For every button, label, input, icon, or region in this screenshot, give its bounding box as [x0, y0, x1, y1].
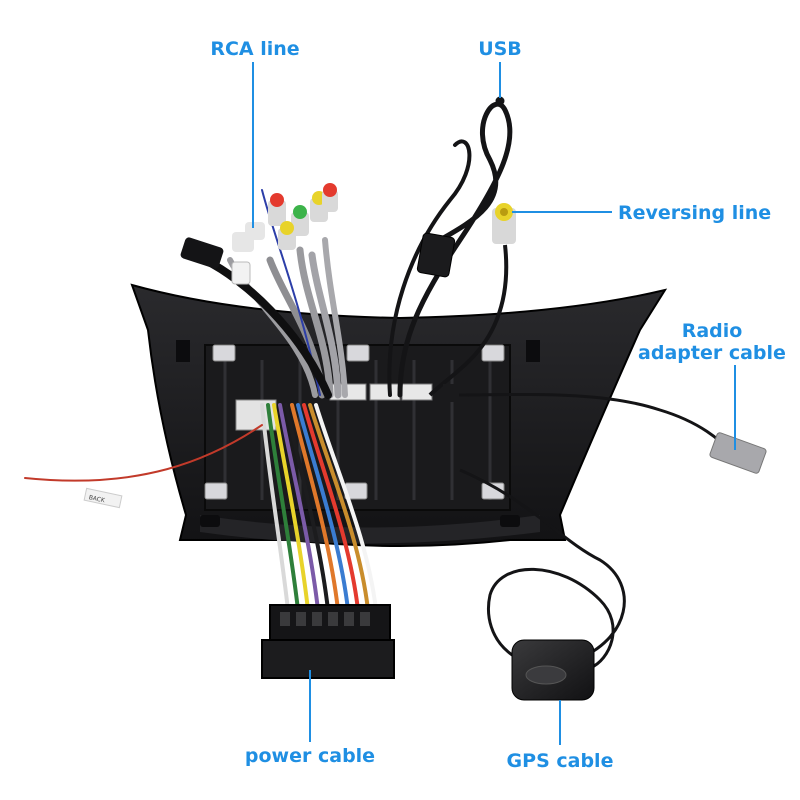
head-unit-frame [130, 283, 668, 547]
label-usb: USB [478, 38, 522, 60]
usb-cable [387, 96, 513, 398]
pointer-lines [252, 62, 736, 745]
reversing-cable [428, 203, 516, 397]
back-wire-tag: BACK [83, 487, 123, 509]
label-radio-adapter-cable: Radio adapter cable [632, 320, 792, 364]
power-harness-wires [24, 403, 378, 612]
label-radio-line2: adapter cable [638, 342, 786, 364]
label-reversing-line: Reversing line [618, 202, 772, 224]
rca-plugs [180, 183, 338, 285]
back-wire-tag-text: BACK [88, 494, 106, 504]
label-rca-line: RCA line [210, 38, 300, 60]
label-gps-cable: GPS cable [506, 750, 614, 772]
gps-cable [459, 468, 626, 701]
label-radio-line1: Radio [681, 320, 743, 342]
label-power-cable: power cable [244, 745, 376, 767]
radio-adapter-cable [443, 384, 767, 474]
power-connector [261, 604, 395, 679]
